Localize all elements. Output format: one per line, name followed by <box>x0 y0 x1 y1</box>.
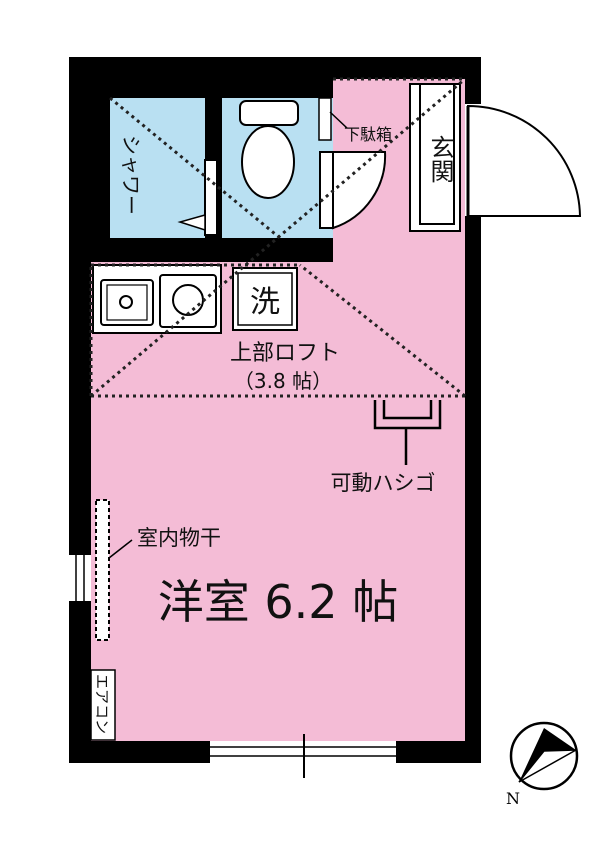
clothes-rail-leader <box>108 539 133 559</box>
toilet-fixture <box>239 100 299 199</box>
shoe-cabinet-panel <box>318 97 332 141</box>
shoe-cabinet-leader <box>329 111 348 129</box>
loft-dotted-lines <box>89 77 466 398</box>
compass <box>509 721 579 791</box>
shower-label: シャワー <box>119 135 143 215</box>
clothes-rail <box>95 499 110 641</box>
entrance-door-swing <box>467 104 582 217</box>
sink-drain <box>119 295 133 309</box>
aircon-label: エアコン <box>93 674 111 734</box>
north-label: N <box>506 789 520 808</box>
toilet-door-swing <box>332 151 387 230</box>
loft-title: 上部ロフト <box>230 341 340 366</box>
loft-size: （3.8 帖） <box>234 369 332 393</box>
washer-label: 洗 <box>250 285 280 320</box>
washer-inner <box>237 272 293 326</box>
ladder-label: 可動ハシゴ <box>331 471 436 495</box>
ladder <box>373 400 442 465</box>
toilet-door-panel <box>319 151 334 229</box>
entrance-cabinet-inner <box>419 83 455 225</box>
clothes-rail-label: 室内物干 <box>137 526 221 550</box>
stove-burner <box>172 284 204 316</box>
entrance-label: 玄関 <box>426 135 454 183</box>
shower-door <box>204 159 218 236</box>
left-window <box>69 555 91 601</box>
shoe-cabinet-label: 下駄箱 <box>344 125 392 144</box>
shower-floor <box>110 98 205 238</box>
aircon-unit <box>90 669 116 741</box>
shower-door-swing <box>177 214 206 232</box>
main-room-label: 洋室 6.2 帖 <box>158 575 398 629</box>
